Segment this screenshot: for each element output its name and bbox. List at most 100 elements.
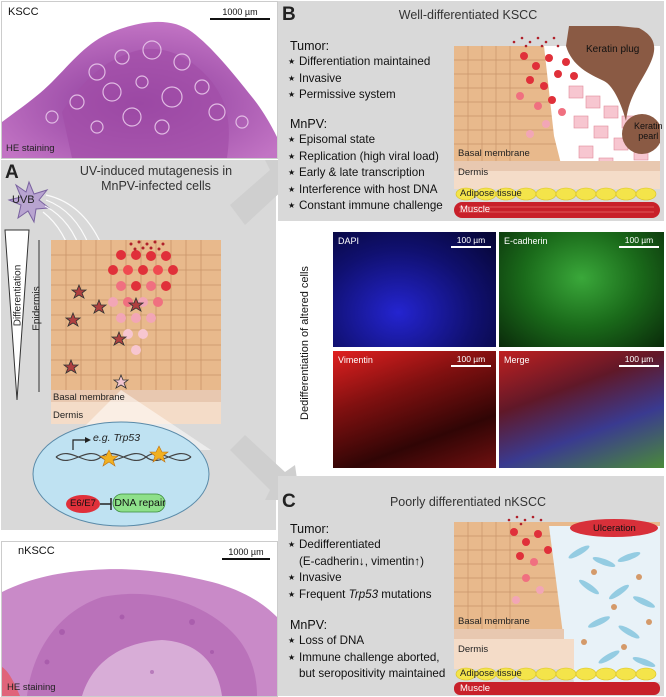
panel-b-letter: B [282,4,296,25]
kscc-staining-label: HE staining [6,143,55,154]
panel-c-title: Poorly differentiated nKSCC [389,495,547,509]
ecadherin-scale-text: 100 µm [624,235,654,245]
panel-a: A UV-induced mutagenesis in MnPV-infecte… [1,160,276,530]
panel-b-mnpv-item: Episomal state [288,132,463,149]
panel-c-mnpv-list: Loss of DNA Immune challenge aborted, bu… [288,633,468,683]
muscle-layer [454,202,660,218]
keratin-pearl-label-line1: Keratin [634,121,663,131]
kscc-scale-text: 1000 µm [222,7,258,17]
panel-c-mnpv-item: Loss of DNA [288,633,468,650]
keratin-pearl-label-line2: pearl [638,131,659,141]
panel-b-tumor-heading: Tumor: [290,39,330,53]
gene-name: Trp53 [113,432,141,444]
kscc-histology-image: KSCC 1000 µm HE staining [1,1,278,159]
panel-c-mnpv-item2: Immune challenge aborted, [299,650,440,664]
e6e7-label: E6/E7 [70,498,96,509]
differentiation-triangle [4,229,30,401]
panel-c-item1: Dedifferentiated [299,538,381,551]
virion-dots [129,240,165,251]
panel-c-letter: C [282,491,296,512]
panel-c-tumor-item: Invasive [288,570,468,587]
panel-b-basal-membrane: Basal membrane [458,148,530,159]
panel-c-diagram [454,515,660,695]
panel-c-basal-membrane: Basal membrane [458,616,530,627]
panel-c-adipose: Adipose tissue [460,668,522,679]
panel-a-title-line1: UV-induced mutagenesis in [79,164,233,178]
gene-label: e.g. Trp53 [93,432,140,444]
panel-b-mnpv-list: Episomal state Replication (high viral l… [288,132,463,215]
ecadherin-label: E-cadherin [504,236,548,246]
adipose-tissue-cells-c [455,667,657,681]
panel-c-tumor-item: Dedifferentiated (E-cadherin↓, vimentin↑… [288,537,468,570]
spindle-cells [568,545,656,667]
panel-b-adipose: Adipose tissue [460,188,522,199]
fluorescence-grid: DAPI 100 µm E-cadherin 100 µm Vimentin 1… [333,232,664,468]
merge-scale: 100 µm [619,354,659,367]
panel-a-letter: A [5,162,19,183]
panel-c-item3-gene: Trp53 [348,587,379,601]
kscc-histology-drawing [2,21,277,158]
panel-a-dermis: Dermis [53,410,84,421]
vimentin-scale-text: 100 µm [456,354,486,364]
keratin-pearl-shape [622,114,660,154]
muscle-layer-c [454,682,660,695]
panel-c-mnpv-item: Immune challenge aborted, but seropositi… [288,650,468,683]
panel-b-muscle: Muscle [460,204,491,215]
dna-repair-label: DNA repair [114,497,166,509]
panel-a-title: UV-induced mutagenesis in MnPV-infected … [41,164,271,194]
ulceration-shape [570,519,658,537]
differentiation-label: Differentiation [12,264,24,327]
keratin-pearl-label: Keratin pearl [634,121,663,141]
panel-c-item3-post: mutations [378,587,432,601]
uvb-star-icon [7,180,51,224]
nkscc-staining-label: HE staining [7,682,56,693]
panel-b-tumor-list: Differentiation maintained Invasive Perm… [288,54,458,104]
ecadherin-panel: E-cadherin 100 µm [499,232,664,347]
panel-b-mnpv-item: Early & late transcription [288,165,463,182]
panel-c-tumor-item: Frequent Trp53 mutations [288,587,468,604]
panel-c-item3-pre: Frequent [299,587,349,601]
panel-c-muscle: Muscle [460,683,491,694]
panel-b-tumor-item: Differentiation maintained [288,54,458,71]
panel-b-mnpv-item: Constant immune challenge [288,198,463,215]
dna-damage-icon-2 [149,445,169,463]
dapi-scale: 100 µm [451,235,491,248]
dapi-scale-text: 100 µm [456,235,486,245]
panel-c-tumor-list: Dedifferentiated (E-cadherin↓, vimentin↑… [288,537,468,603]
nkscc-label: nKSCC [18,545,55,557]
panel-b-diagram [454,26,660,218]
epidermis-label: Epidermis [31,286,43,331]
dna-damage-icon [99,449,119,467]
panel-c-mnpv-item2-cont: but seropositivity maintained [299,667,446,681]
gene-prefix: e.g. [93,432,111,444]
panel-c-mnpv-heading: MnPV: [290,618,328,632]
ulceration-label: Ulceration [593,523,636,534]
panel-b-mnpv-item: Replication (high viral load) [288,149,463,166]
dna-helix-icon [55,452,192,462]
mutation-star-icons [62,283,145,389]
dedifferentiation-label: Dedifferentiation of altered cells [299,266,311,420]
vimentin-label: Vimentin [338,355,373,365]
panel-b-mnpv-item: Interference with host DNA [288,182,463,199]
dapi-panel: DAPI 100 µm [333,232,496,347]
panel-c: C Poorly differentiated nKSCC Tumor: Ded… [278,476,664,696]
keratin-plug-shape [566,26,655,121]
adipose-tissue-cells [455,187,657,201]
kscc-scale-bar: 1000 µm [210,7,270,20]
panel-c-dermis: Dermis [458,644,489,655]
nkscc-scale-text: 1000 µm [228,547,264,557]
nkscc-scale-bar: 1000 µm [222,547,270,560]
panel-b-mnpv-heading: MnPV: [290,117,328,131]
vimentin-scale: 100 µm [451,354,491,367]
dapi-label: DAPI [338,236,360,246]
panel-c-item1-cont: (E-cadherin↓, vimentin↑) [299,554,424,568]
panel-b-tumor-item: Permissive system [288,87,458,104]
merge-panel: Merge 100 µm [499,351,664,468]
merge-label: Merge [504,355,530,365]
kscc-label: KSCC [8,6,39,18]
merge-scale-text: 100 µm [624,354,654,364]
panel-b-tumor-item: Invasive [288,71,458,88]
ecadherin-scale: 100 µm [619,235,659,248]
vimentin-panel: Vimentin 100 µm [333,351,496,468]
panel-b-dermis: Dermis [458,167,489,178]
